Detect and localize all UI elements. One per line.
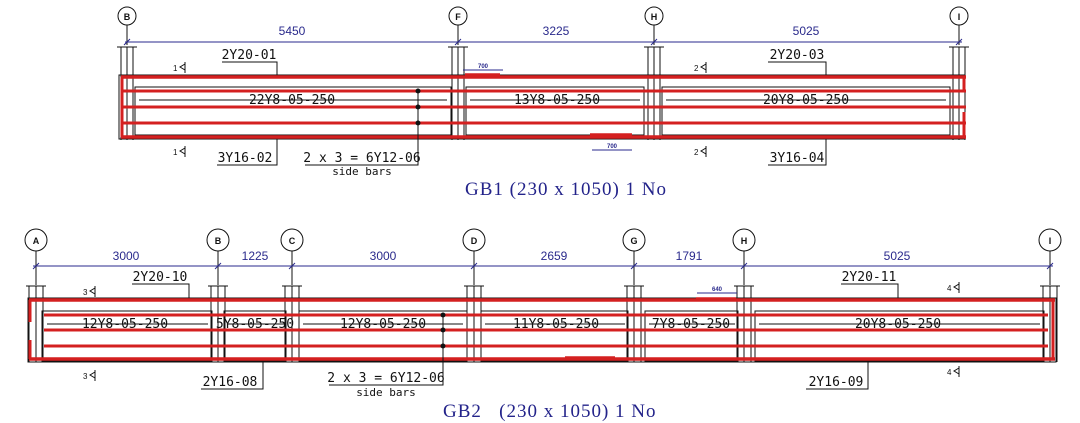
dimension-line-gb1: 5450 3225 5025 (123, 24, 963, 46)
span-dimension: 3000 (113, 249, 140, 263)
svg-text:1: 1 (173, 64, 178, 73)
section-mark: 1 (173, 62, 186, 73)
section-mark: 3 (83, 286, 96, 297)
grid-bubble-c[interactable]: C (280, 228, 304, 285)
stirrup-label: 12Y8-05-250 (340, 317, 426, 332)
svg-text:A: A (33, 236, 40, 246)
span-dimension: 5025 (793, 24, 820, 38)
section-mark: 2 (694, 146, 707, 157)
section-mark: 2 (694, 62, 707, 73)
beam-gb2: A B C D G H I (24, 228, 1062, 422)
stirrup-label: 12Y8-05-250 (82, 317, 168, 332)
svg-text:1: 1 (173, 148, 178, 157)
stirrup-label: 22Y8-05-250 (249, 93, 335, 108)
extra-bar-dimension: 700 (478, 64, 489, 70)
section-mark: 4 (947, 366, 960, 377)
top-bar-label: 2Y20-01 (222, 48, 277, 63)
grid-bubble-h[interactable]: H (644, 6, 664, 45)
svg-text:C: C (289, 236, 296, 246)
stirrup-label: 11Y8-05-250 (513, 317, 599, 332)
top-bar-label: 2Y20-10 (133, 270, 188, 285)
span-dimension: 2659 (541, 249, 568, 263)
section-mark: 3 (83, 370, 96, 381)
svg-text:4: 4 (947, 368, 952, 377)
extra-bar-dimension: 640 (712, 287, 723, 293)
top-bar-label: 2Y20-03 (770, 48, 825, 63)
grid-bubble-i[interactable]: I (1038, 228, 1062, 285)
svg-text:G: G (630, 236, 637, 246)
svg-text:3: 3 (83, 288, 88, 297)
grid-bubble-b[interactable]: B (117, 6, 137, 45)
bottom-bar-label: 3Y16-04 (770, 151, 825, 166)
span-dimension: 5025 (884, 249, 911, 263)
span-dimension: 3000 (370, 249, 397, 263)
side-bars-caption: side bars (356, 386, 416, 399)
svg-text:3: 3 (83, 372, 88, 381)
svg-text:D: D (471, 236, 478, 246)
svg-text:B: B (124, 12, 131, 22)
dimension-line-gb2: 3000 1225 3000 2659 1791 5025 (32, 249, 1054, 270)
side-bars-label: 2 x 3 = 6Y12-06 (327, 371, 444, 386)
svg-text:I: I (958, 12, 961, 22)
grid-bubble-d[interactable]: D (462, 228, 486, 285)
beam-title-gb1: GB1 (230 x 1050) 1 No (465, 179, 667, 200)
grid-bubble-f[interactable]: F (448, 6, 468, 45)
svg-text:B: B (215, 236, 222, 246)
svg-text:I: I (1049, 236, 1052, 246)
side-bars-caption: side bars (332, 165, 392, 178)
bottom-bar-label: 3Y16-02 (218, 151, 273, 166)
extra-bar-dimension: 700 (607, 144, 618, 150)
side-bars-label: 2 x 3 = 6Y12-06 (303, 151, 420, 166)
stirrup-label: 20Y8-05-250 (763, 93, 849, 108)
svg-text:2: 2 (694, 64, 699, 73)
stirrup-label: 13Y8-05-250 (514, 93, 600, 108)
section-mark: 1 (173, 146, 186, 157)
span-dimension: 5450 (279, 24, 306, 38)
svg-text:F: F (455, 12, 461, 22)
stirrup-label: 7Y8-05-250 (652, 317, 730, 332)
grid-bubble-i[interactable]: I (949, 6, 969, 45)
rebars-gb1 (120, 73, 966, 139)
grid-bubble-h[interactable]: H (732, 228, 756, 285)
span-dimension: 1791 (676, 249, 703, 263)
rebars-gb2 (28, 297, 1055, 361)
beam-title-gb2: GB2 (230 x 1050) 1 No (443, 401, 657, 422)
beam-gb1: B F H I 5450 3225 5025 (117, 6, 969, 200)
grid-bubble-b[interactable]: B (206, 228, 230, 285)
svg-text:H: H (651, 12, 658, 22)
svg-text:4: 4 (947, 284, 952, 293)
grid-bubble-g[interactable]: G (622, 228, 646, 285)
bottom-bar-label: 2Y16-08 (203, 375, 258, 390)
beam-outline (27, 297, 1057, 363)
svg-text:2: 2 (694, 148, 699, 157)
grid-bubble-a[interactable]: A (24, 228, 48, 285)
span-dimension: 3225 (543, 24, 570, 38)
section-mark: 4 (947, 282, 960, 293)
svg-text:H: H (741, 236, 748, 246)
top-bar-label: 2Y20-11 (842, 270, 897, 285)
stirrup-label: 20Y8-05-250 (855, 317, 941, 332)
span-dimension: 1225 (242, 249, 269, 263)
stirrup-label: 5Y8-05-250 (216, 317, 294, 332)
bottom-bar-label: 2Y16-09 (809, 375, 864, 390)
